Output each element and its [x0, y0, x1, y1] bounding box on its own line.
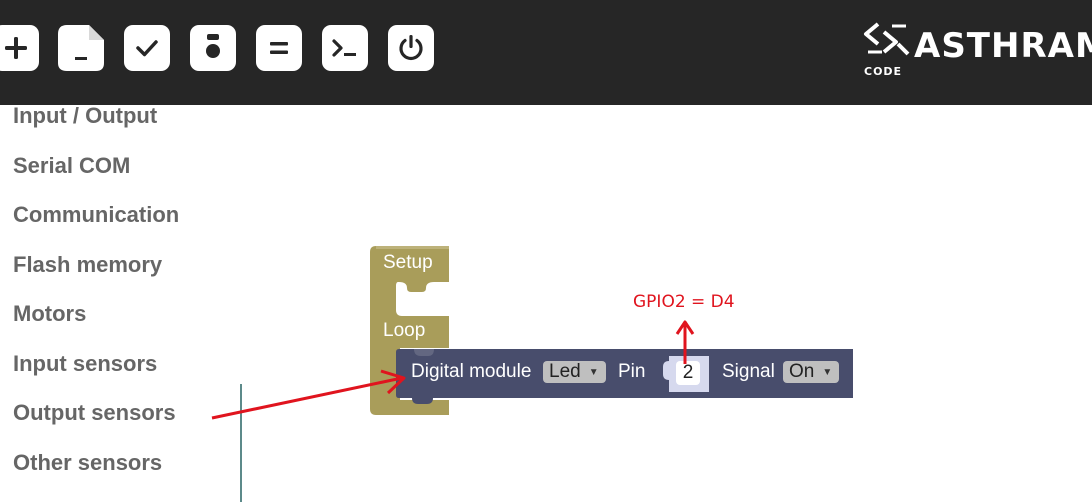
equals-icon [270, 42, 288, 54]
category-input-sensors[interactable]: Input sensors [13, 351, 158, 376]
category-serial-com[interactable]: Serial COM [13, 153, 131, 178]
signal-label: Signal [722, 361, 775, 382]
check-icon [136, 40, 158, 57]
arrowhead-icon [380, 369, 406, 395]
dropdown-arrow-icon: ▼ [822, 366, 833, 378]
category-input-output[interactable]: Input / Output [13, 103, 158, 128]
setup-label: Setup [383, 252, 433, 273]
category-flash-memory[interactable]: Flash memory [13, 252, 163, 277]
category-output-sensors[interactable]: Output sensors [13, 400, 176, 425]
digital-block-top-notch [414, 349, 434, 356]
top-toolbar: ASTHRAM CODE [0, 0, 1092, 105]
camera-icon [206, 34, 220, 58]
category-sidebar: Input / Output Serial COM Communication … [0, 103, 240, 502]
logo-sub: CODE [864, 65, 903, 78]
pin-socket-tab [663, 361, 669, 380]
category-communication[interactable]: Communication [13, 202, 180, 227]
power-icon [399, 35, 423, 61]
pin-label: Pin [618, 361, 646, 382]
asthram-logo: ASTHRAM CODE [862, 22, 1092, 82]
category-other-sensors[interactable]: Other sensors [13, 450, 163, 475]
new-button[interactable] [0, 25, 39, 71]
screenshot-button[interactable] [190, 25, 236, 71]
logo-mark-icon [864, 22, 910, 56]
setup-block-highlight [376, 246, 449, 249]
verify-button[interactable] [124, 25, 170, 71]
pin-number-input[interactable]: 2 [676, 361, 700, 385]
plus-icon [5, 37, 27, 59]
power-button[interactable] [388, 25, 434, 71]
gpio-annotation: GPIO2 = D4 [633, 292, 735, 312]
digital-module-label: Digital module [411, 361, 532, 382]
signal-dropdown-value: On [789, 361, 815, 382]
file-icon [58, 25, 104, 71]
menu-button[interactable] [256, 25, 302, 71]
signal-dropdown[interactable]: On ▼ [783, 361, 840, 383]
arrowhead-icon [675, 320, 695, 335]
module-dropdown-value: Led [549, 361, 581, 382]
terminal-icon [332, 39, 356, 57]
category-motors[interactable]: Motors [13, 301, 87, 326]
module-dropdown[interactable]: Led ▼ [543, 361, 606, 383]
logo-name: ASTHRAM [914, 26, 1092, 66]
open-file-button[interactable] [58, 25, 104, 71]
flyout-scrollbar[interactable] [240, 384, 242, 502]
dropdown-arrow-icon: ▼ [588, 366, 599, 378]
loop-label: Loop [383, 320, 426, 341]
terminal-button[interactable] [322, 25, 368, 71]
